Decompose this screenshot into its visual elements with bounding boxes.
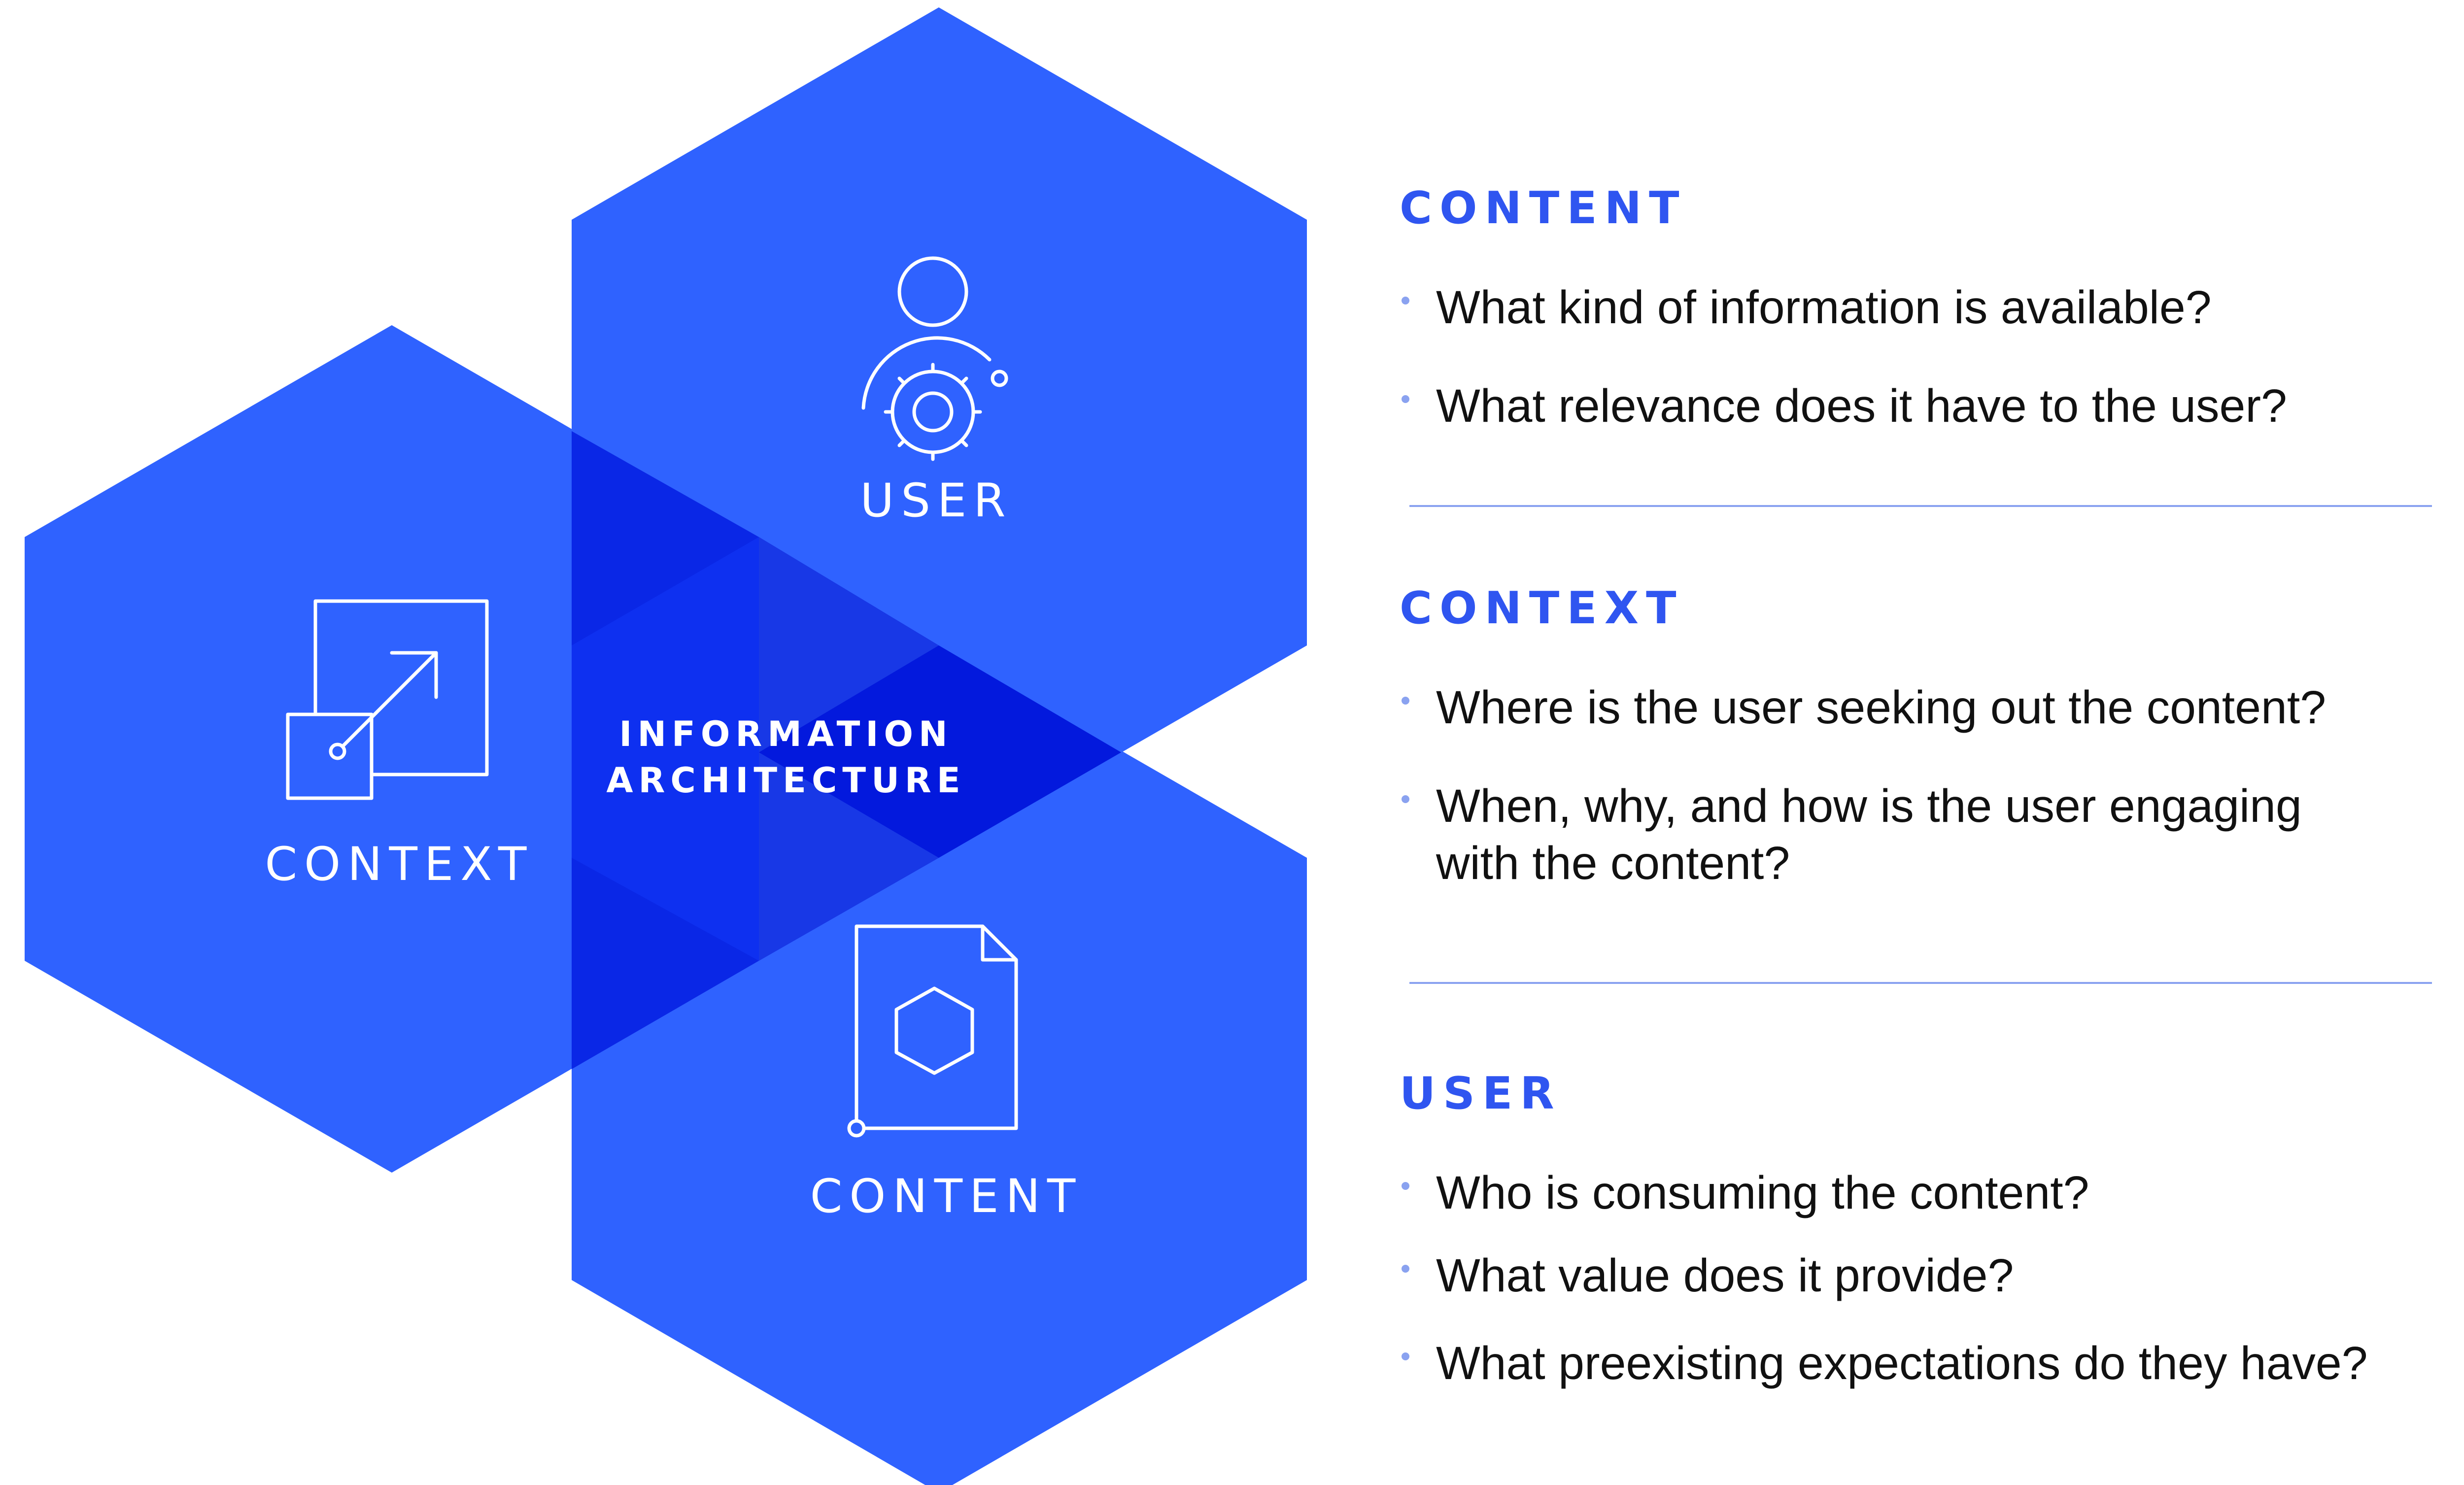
question-text: What value does it provide? [1436,1249,2014,1302]
question-list: Where is the user seeking out the conten… [1400,679,2434,892]
question-text: Who is consuming the content? [1436,1167,2089,1219]
center-label-line2: ARCHITECTURE [606,760,965,801]
user-hex-label: USER [860,474,1012,528]
questions-panel: CONTENT What kind of information is avai… [1400,0,2434,1485]
bullet-dot [1402,1182,1409,1190]
user-gear-icon [861,256,1008,461]
bullet-dot [1402,1265,1409,1273]
expand-arrow-icon [286,599,489,800]
center-overlap [572,537,759,961]
question-text: Where is the user seeking out the conten… [1436,681,2327,734]
center-label-line1: INFORMATION [619,714,953,754]
section-title: CONTEXT [1400,582,1684,634]
list-item: Who is consuming the content? [1400,1164,2434,1221]
bullet-dot [1402,395,1409,403]
core-overlap-inner [759,537,939,752]
list-item: What value does it provide? [1400,1247,2434,1304]
document-hexagon-icon [847,924,1018,1138]
bullet-dot [1402,297,1409,304]
context-section: CONTEXT Where is the user seeking out th… [1400,581,2434,892]
section-divider [1409,505,2432,507]
user-section: USER Who is consuming the content? What … [1400,1067,2434,1392]
content-section: CONTENT What kind of information is avai… [1400,181,2434,435]
content-hex-label: CONTENT [810,1170,1083,1223]
question-text: When, why, and how is the user engaging … [1436,780,2302,889]
list-item: What preexisting expectations do they ha… [1400,1335,2434,1392]
core-overlap-lower [759,752,939,961]
ia-hexagon-diagram: USER CONTEXT CONTENT INFORMATION ARCHITE… [25,7,1307,1485]
question-text: What kind of information is available? [1436,281,2212,334]
list-item: When, why, and how is the user engaging … [1400,777,2372,892]
question-text: What preexisting expectations do they ha… [1436,1337,2368,1389]
section-title: CONTENT [1400,182,1687,234]
question-list: Who is consuming the content? What value… [1400,1164,2434,1392]
section-divider [1409,982,2432,984]
list-item: Where is the user seeking out the conten… [1400,679,2434,736]
list-item: What relevance does it have to the user? [1400,377,2434,435]
section-title: USER [1400,1068,1562,1119]
context-hex-label: CONTEXT [265,838,534,891]
question-text: What relevance does it have to the user? [1436,380,2287,432]
bullet-dot [1402,697,1409,705]
question-list: What kind of information is available? W… [1400,279,2434,435]
bullet-dot [1402,795,1409,803]
list-item: What kind of information is available? [1400,279,2434,336]
bullet-dot [1402,1352,1409,1360]
